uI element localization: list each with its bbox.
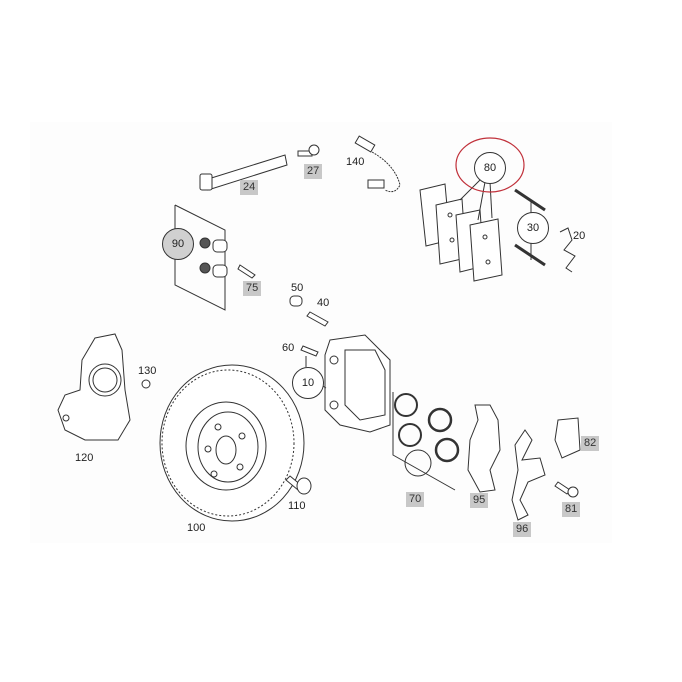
brake-pads-part-80[interactable]: [419, 179, 503, 282]
part-label-60[interactable]: 60: [282, 342, 295, 354]
part-label-10[interactable]: 10: [292, 367, 324, 399]
part-label-110[interactable]: 110: [288, 500, 306, 512]
part-label-96[interactable]: 96: [513, 522, 532, 537]
bolt-part-81[interactable]: [554, 481, 579, 498]
pad-part-82[interactable]: [554, 417, 581, 459]
bleed-screw-part-40[interactable]: [306, 311, 329, 327]
screw-part-130[interactable]: [141, 379, 151, 389]
bolt-part-60[interactable]: [300, 345, 319, 357]
wear-sensor-part-140[interactable]: [354, 135, 401, 193]
part-label-95[interactable]: 95: [470, 493, 489, 508]
repair-kit-part-90[interactable]: [174, 204, 228, 311]
rotor-screw-part-110[interactable]: [285, 475, 312, 495]
part-label-90[interactable]: 90: [162, 228, 194, 260]
part-label-70[interactable]: 70: [406, 492, 425, 507]
brake-rotor-part-100[interactable]: [159, 364, 305, 522]
part-label-50[interactable]: 50: [291, 282, 304, 294]
caliper-part-10[interactable]: [317, 334, 391, 433]
part-label-24[interactable]: 24: [240, 180, 259, 195]
guide-pin-part-24[interactable]: [199, 154, 288, 191]
part-label-20[interactable]: 20: [573, 230, 586, 242]
part-label-130[interactable]: 130: [138, 365, 157, 377]
bracket-part-95[interactable]: [467, 404, 501, 493]
part-label-80[interactable]: 80: [474, 152, 506, 184]
part-label-81[interactable]: 81: [562, 502, 581, 517]
seal-kit-part-70[interactable]: [392, 392, 460, 491]
spring-part-96[interactable]: [511, 429, 546, 521]
part-label-40[interactable]: 40: [317, 297, 330, 309]
highlight-circle: [455, 137, 525, 193]
part-label-30[interactable]: 30: [517, 212, 549, 244]
dust-shield-part-120[interactable]: [57, 333, 131, 441]
bolt-part-27[interactable]: [297, 144, 320, 157]
cap-part-50[interactable]: [289, 295, 303, 307]
bleed-cap-part-75[interactable]: [237, 264, 256, 279]
part-label-120[interactable]: 120: [75, 452, 94, 464]
part-label-75[interactable]: 75: [243, 281, 262, 296]
spring-clip-part-20[interactable]: [559, 227, 576, 273]
part-label-140[interactable]: 140: [346, 156, 365, 168]
part-label-82[interactable]: 82: [581, 436, 600, 451]
part-label-100[interactable]: 100: [187, 522, 206, 534]
part-label-27[interactable]: 27: [304, 164, 323, 179]
diagram-panel: [30, 122, 612, 543]
